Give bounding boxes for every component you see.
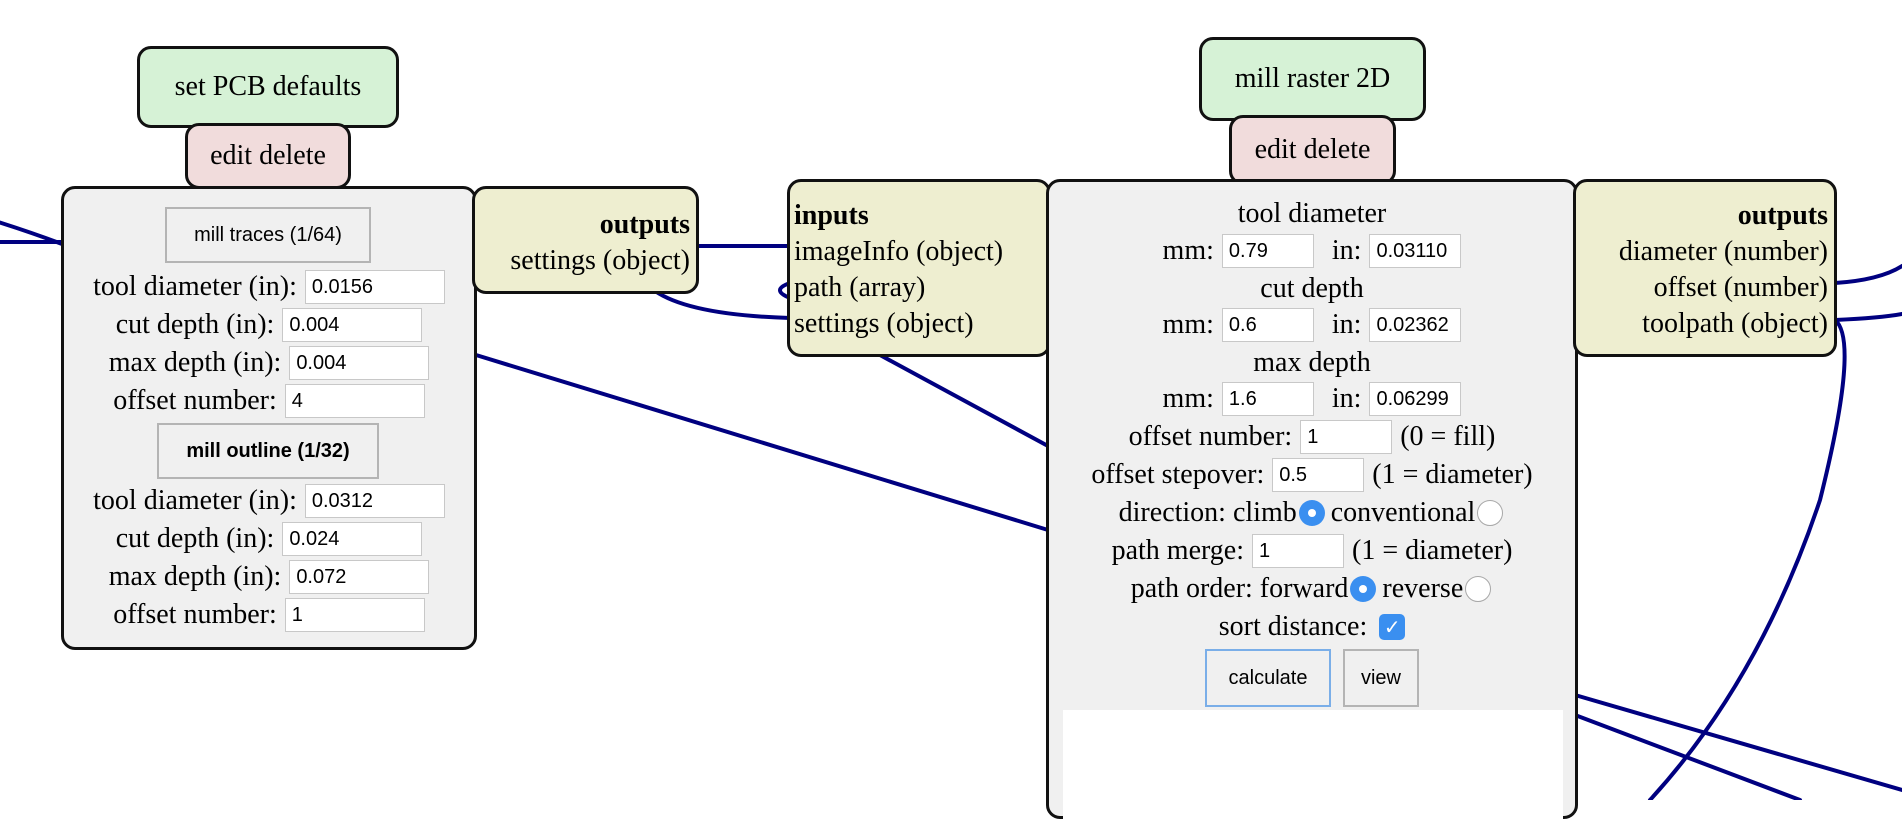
offset-stepover-row: offset stepover: 0.5 (1 = diameter) <box>1091 458 1533 492</box>
sort-distance-checkbox[interactable]: ✓ <box>1379 614 1406 640</box>
max-depth-row: mm: 1.6 in: 0.06299 <box>1049 381 1575 417</box>
edit-delete-text: edit delete <box>210 140 326 171</box>
input-port-imageinfo[interactable]: imageInfo (object) <box>794 236 1004 267</box>
offset-number-input[interactable]: 1 <box>1300 420 1393 454</box>
outline-offset-number-row: offset number: 1 <box>64 597 474 633</box>
max-depth-mm-input[interactable]: 1.6 <box>1221 382 1314 416</box>
edit-delete-text: edit delete <box>1254 134 1371 165</box>
tool-diameter-row: mm: 0.79 in: 0.03110 <box>1049 233 1575 269</box>
input-port-path[interactable]: path (array) <box>794 272 926 303</box>
pcb-module-title[interactable]: set PCB defaults <box>137 46 399 128</box>
outline-offset-number-input[interactable]: 1 <box>284 598 425 632</box>
cut-depth-row: mm: 0.6 in: 0.02362 <box>1049 307 1575 343</box>
toolpath-preview-canvas[interactable] <box>1063 710 1563 830</box>
offset-stepover-input[interactable]: 0.5 <box>1272 458 1365 492</box>
output-port-offset[interactable]: offset (number) <box>1653 272 1828 303</box>
raster-edit-delete[interactable]: edit delete <box>1229 115 1396 185</box>
path-order-forward-radio[interactable] <box>1350 576 1377 602</box>
traces-offset-number-input[interactable]: 4 <box>284 384 425 418</box>
wire <box>1833 312 1902 322</box>
mill-traces-button[interactable]: mill traces (1/64) <box>165 207 371 263</box>
outline-cut-depth-row: cut depth (in): 0.024 <box>64 521 474 557</box>
raster-inputs-box: inputs imageInfo (object) path (array) s… <box>787 179 1051 357</box>
path-order-row: path order: forward reverse <box>1049 571 1575 607</box>
wire <box>878 353 1050 448</box>
direction-conventional-radio[interactable] <box>1477 500 1504 526</box>
traces-cut-depth-input[interactable]: 0.004 <box>282 308 423 342</box>
path-merge-row: path merge: 1 (1 = diameter) <box>1111 534 1513 568</box>
pcb-outputs-box: outputs settings (object) <box>472 186 699 294</box>
cut-depth-heading: cut depth <box>1260 273 1364 304</box>
outline-max-depth-input[interactable]: 0.072 <box>289 560 430 594</box>
mill-outline-button[interactable]: mill outline (1/32) <box>157 423 379 479</box>
path-merge-input[interactable]: 1 <box>1252 534 1345 568</box>
wire <box>1833 264 1902 285</box>
wire <box>1648 318 1847 800</box>
wire <box>474 353 1050 532</box>
tool-diameter-in-input[interactable]: 0.03110 <box>1369 234 1462 268</box>
tool-diameter-heading: tool diameter <box>1237 198 1387 229</box>
input-port-settings[interactable]: settings (object) <box>794 308 974 339</box>
direction-climb-radio[interactable] <box>1298 500 1325 526</box>
raster-module-title-text: mill raster 2D <box>1234 63 1391 94</box>
connection-wires <box>0 220 1902 800</box>
raster-module-title[interactable]: mill raster 2D <box>1199 37 1426 121</box>
path-order-reverse-radio[interactable] <box>1465 576 1492 602</box>
traces-max-depth-input[interactable]: 0.004 <box>289 346 430 380</box>
traces-tool-diameter-input[interactable]: 0.0156 <box>304 270 445 304</box>
wire <box>653 289 792 320</box>
outline-tool-diameter-row: tool diameter (in): 0.0312 <box>64 483 474 519</box>
outputs-heading: outputs <box>1737 200 1828 231</box>
traces-cut-depth-row: cut depth (in): 0.004 <box>64 307 474 343</box>
outputs-heading: outputs <box>599 209 690 240</box>
pcb-module-title-text: set PCB defaults <box>174 71 362 102</box>
wire <box>1573 693 1902 792</box>
pcb-edit-delete[interactable]: edit delete <box>185 123 351 189</box>
offset-number-row: offset number: 1 (0 = fill) <box>1128 420 1496 454</box>
inputs-heading: inputs <box>794 200 869 231</box>
max-depth-heading: max depth <box>1253 347 1371 378</box>
output-port-toolpath[interactable]: toolpath (object) <box>1642 308 1828 339</box>
max-depth-in-input[interactable]: 0.06299 <box>1369 382 1462 416</box>
traces-max-depth-row: max depth (in): 0.004 <box>64 345 474 381</box>
sort-distance-row: sort distance: ✓ <box>1049 609 1575 645</box>
tool-diameter-mm-input[interactable]: 0.79 <box>1221 234 1314 268</box>
wire <box>1573 713 1802 800</box>
direction-row: direction: climb conventional <box>1049 495 1575 531</box>
output-port-diameter[interactable]: diameter (number) <box>1618 236 1828 267</box>
view-button[interactable]: view <box>1343 649 1419 707</box>
pcb-settings-panel: mill traces (1/64) tool diameter (in): 0… <box>61 186 477 650</box>
traces-offset-number-row: offset number: 4 <box>64 383 474 419</box>
traces-tool-diameter-row: tool diameter (in): 0.0156 <box>64 269 474 305</box>
outline-tool-diameter-input[interactable]: 0.0312 <box>304 484 445 518</box>
outline-cut-depth-input[interactable]: 0.024 <box>282 522 423 556</box>
calculate-button[interactable]: calculate <box>1205 649 1331 707</box>
raster-outputs-box: outputs diameter (number) offset (number… <box>1573 179 1837 357</box>
outline-max-depth-row: max depth (in): 0.072 <box>64 559 474 595</box>
output-port-settings[interactable]: settings (object) <box>510 245 690 276</box>
cut-depth-in-input[interactable]: 0.02362 <box>1369 308 1462 342</box>
raster-settings-panel: tool diameter mm: 0.79 in: 0.03110 cut d… <box>1046 179 1578 830</box>
cut-depth-mm-input[interactable]: 0.6 <box>1221 308 1314 342</box>
